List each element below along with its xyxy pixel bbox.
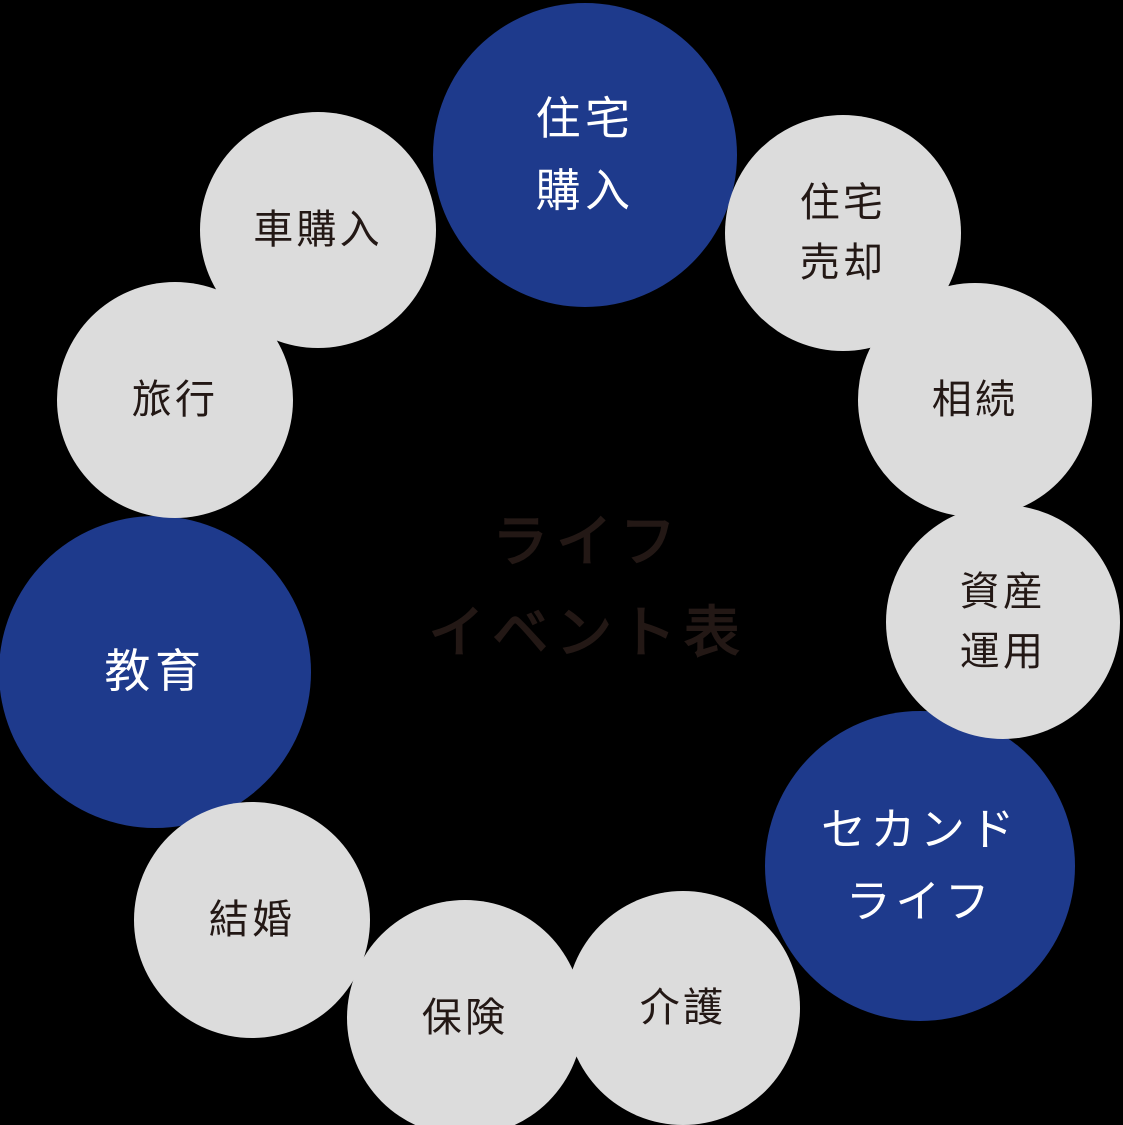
circle-car-purchase: 車購入 bbox=[200, 112, 436, 348]
circle-housing-purchase: 住宅 購入 bbox=[433, 3, 737, 307]
circle-label: 住宅 購入 bbox=[535, 92, 635, 217]
circle-label: セカンド ライフ bbox=[820, 803, 1019, 928]
diagram-title: ライフ イベント表 bbox=[363, 498, 813, 679]
circle-label: 車購入 bbox=[253, 207, 383, 253]
circle-nursing-care: 介護 bbox=[566, 891, 800, 1125]
circle-second-life: セカンド ライフ bbox=[765, 711, 1075, 1021]
circle-inheritance: 相続 bbox=[858, 283, 1092, 517]
circle-label: 住宅 売却 bbox=[799, 180, 887, 286]
circle-insurance: 保険 bbox=[347, 900, 583, 1125]
diagram-title-line2: イベント表 bbox=[428, 600, 748, 666]
diagram-title-line1: ライフ bbox=[492, 510, 684, 575]
circle-label: 旅行 bbox=[131, 377, 219, 423]
circle-asset-management: 資産 運用 bbox=[886, 505, 1120, 739]
circle-label: 相続 bbox=[931, 377, 1019, 423]
circle-label: 介護 bbox=[639, 985, 727, 1031]
circle-marriage: 結婚 bbox=[134, 802, 370, 1038]
circle-label: 教育 bbox=[104, 644, 206, 699]
circle-education: 教育 bbox=[0, 516, 311, 828]
circle-label: 資産 運用 bbox=[959, 569, 1047, 675]
circle-housing-sale: 住宅 売却 bbox=[725, 115, 961, 351]
circle-label: 結婚 bbox=[208, 897, 296, 943]
circle-label: 保険 bbox=[421, 995, 509, 1041]
